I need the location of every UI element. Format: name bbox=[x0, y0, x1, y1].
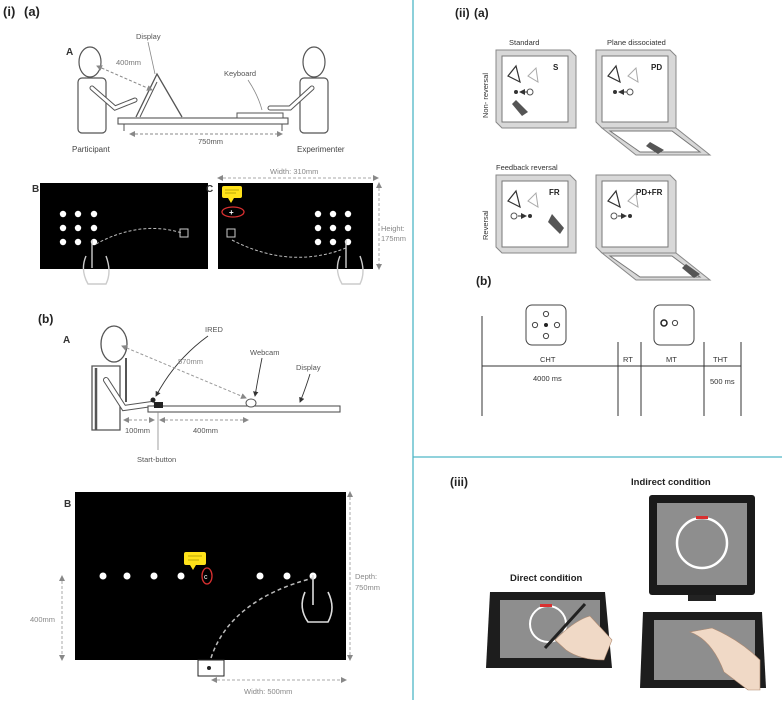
rt-label: RT bbox=[623, 355, 633, 364]
direct-condition-label: Direct condition bbox=[510, 573, 583, 584]
dist-100-label: 100mm bbox=[125, 426, 150, 435]
standard-title: Standard bbox=[509, 38, 539, 47]
fig-ba-letter: A bbox=[63, 335, 70, 346]
direct-tablet bbox=[486, 592, 613, 668]
display-label: Display bbox=[136, 32, 161, 41]
trial-timeline: CHT RT MT THT 4000 ms 500 ms bbox=[481, 304, 742, 416]
condition-pd-fr: PD+FR bbox=[595, 174, 712, 281]
panel-i-a-heading: (a) bbox=[24, 4, 40, 19]
distance-label: 400mm bbox=[116, 58, 141, 67]
mt-label: MT bbox=[666, 355, 677, 364]
depth-label-1: Depth: bbox=[355, 572, 377, 581]
condition-standard: S bbox=[495, 49, 577, 129]
participant-label: Participant bbox=[72, 145, 111, 154]
fig-bb-letter: B bbox=[64, 499, 71, 510]
start-button-label: Start-button bbox=[137, 455, 176, 464]
panel-i-b-heading: (b) bbox=[38, 312, 53, 326]
display-label-b: Display bbox=[296, 363, 321, 372]
standard-code: S bbox=[553, 63, 559, 72]
fig-c-letter: C bbox=[206, 184, 213, 195]
table-length-label: 750mm bbox=[198, 137, 223, 146]
screen-b: B bbox=[32, 183, 208, 285]
panel-iii-heading: (iii) bbox=[450, 475, 468, 489]
width-label: Width: 310mm bbox=[270, 167, 318, 176]
feedback-code: FR bbox=[549, 188, 560, 197]
fig-a-letter: A bbox=[66, 47, 73, 58]
cht-label: CHT bbox=[540, 355, 556, 364]
screen-c: C Width: 310mm + Height: 175mm bbox=[206, 167, 406, 285]
tht-label: THT bbox=[713, 355, 728, 364]
setup-illustration-a: A Display 400mm Keyboard 750mm Participa… bbox=[66, 32, 345, 154]
experimenter-label: Experimenter bbox=[297, 145, 345, 154]
panel-ii-heading: (ii) bbox=[455, 6, 470, 20]
height-label-2: 175mm bbox=[381, 234, 406, 243]
feedback-title: Feedback reversal bbox=[496, 163, 558, 172]
indirect-tablet bbox=[640, 612, 766, 691]
panel-ii-a-heading: (a) bbox=[474, 6, 489, 20]
depth-label-2: 750mm bbox=[355, 583, 380, 592]
setup-illustration-b: A IRED 570mm Webcam Display 100mm 400mm … bbox=[63, 325, 341, 464]
webcam-label: Webcam bbox=[250, 348, 279, 357]
tht-duration: 500 ms bbox=[710, 377, 735, 386]
dist-400-label: 400mm bbox=[193, 426, 218, 435]
screen-b-large: B c Depth: 750mm 400mm Width: 500mm bbox=[30, 491, 380, 696]
cht-duration: 4000 ms bbox=[533, 374, 562, 383]
row-label-nonreversal: Non- reversal bbox=[481, 73, 490, 118]
row-label-reversal: Reversal bbox=[481, 210, 490, 240]
keyboard-label: Keyboard bbox=[224, 69, 256, 78]
condition-plane-dissociated: PD bbox=[595, 49, 712, 156]
indirect-monitor bbox=[649, 495, 755, 601]
svg-text:c: c bbox=[204, 574, 208, 581]
pdfr-code: PD+FR bbox=[636, 188, 663, 197]
plane-title: Plane dissociated bbox=[607, 38, 666, 47]
indirect-condition-label: Indirect condition bbox=[631, 477, 711, 488]
svg-text:+: + bbox=[229, 208, 234, 217]
left-400-label: 400mm bbox=[30, 615, 55, 624]
height-label-1: Height: bbox=[381, 224, 405, 233]
panel-i-heading: (i) bbox=[3, 4, 15, 19]
panel-ii-b-heading: (b) bbox=[476, 274, 491, 288]
dist-570-label: 570mm bbox=[178, 357, 203, 366]
condition-feedback-reversal: FR bbox=[495, 174, 577, 254]
width-500-label: Width: 500mm bbox=[244, 687, 292, 696]
fig-b-letter: B bbox=[32, 184, 39, 195]
ired-label: IRED bbox=[205, 325, 224, 334]
plane-code: PD bbox=[651, 63, 662, 72]
